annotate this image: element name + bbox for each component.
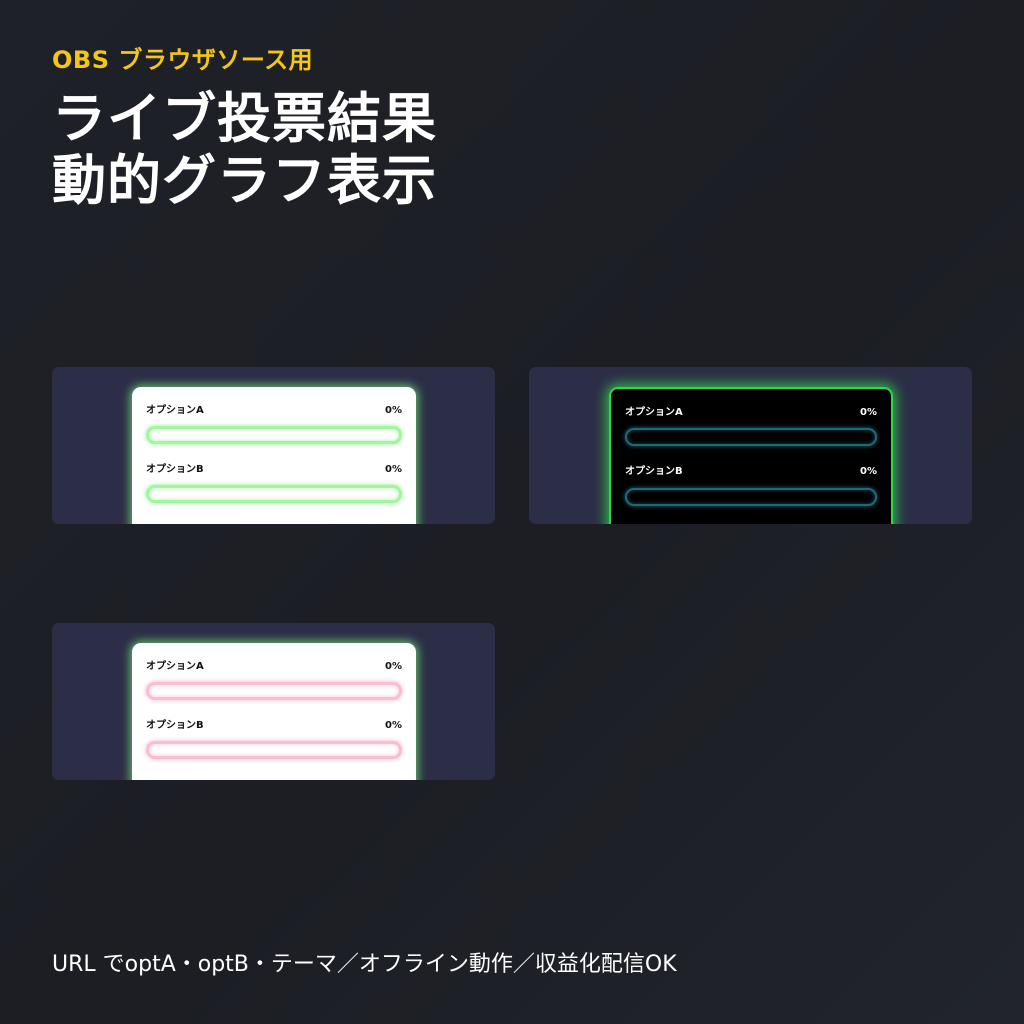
option-bar (146, 682, 402, 700)
option-bar (625, 488, 877, 506)
poll-option-a: オプションA 0% (146, 404, 402, 444)
poll-widget: オプションA 0% オプションB 0% (609, 387, 893, 524)
poll-widget: オプションA 0% オプションB 0% (132, 643, 416, 780)
option-percent: 0% (860, 407, 877, 418)
option-label: オプションB (146, 720, 204, 731)
preview-panel-light-pink: オプションA 0% オプションB 0% (52, 623, 495, 780)
option-percent: 0% (860, 466, 877, 477)
page-title-line-2: 動的グラフ表示 (52, 149, 437, 212)
option-bar (146, 485, 402, 503)
preview-panel-dark-neon: オプションA 0% オプションB 0% (529, 367, 972, 524)
poll-option-b: オプションB 0% (146, 719, 402, 759)
eyebrow-label: OBS ブラウザソース用 (52, 46, 314, 74)
option-percent: 0% (385, 661, 402, 672)
preview-panel-light-green: オプションA 0% オプションB 0% (52, 367, 495, 524)
poll-option-a: オプションA 0% (625, 406, 877, 446)
option-percent: 0% (385, 464, 402, 475)
option-bar (625, 428, 877, 446)
poll-option-b: オプションB 0% (625, 465, 877, 506)
poll-widget: オプションA 0% オプションB 0% (132, 387, 416, 524)
page-title-line-1: ライブ投票結果 (52, 87, 437, 150)
option-percent: 0% (385, 405, 402, 416)
footer-caption: URL でoptA・optB・テーマ／オフライン動作／収益化配信OK (52, 952, 677, 977)
option-percent: 0% (385, 720, 402, 731)
poll-option-a: オプションA 0% (146, 660, 402, 700)
option-bar (146, 426, 402, 444)
option-label: オプションB (146, 464, 204, 475)
header: OBS ブラウザソース用 ライブ投票結果 動的グラフ表示 (52, 44, 437, 212)
option-bar (146, 741, 402, 759)
poll-option-b: オプションB 0% (146, 463, 402, 503)
page-title: ライブ投票結果 動的グラフ表示 (52, 88, 437, 212)
option-label: オプションB (625, 466, 683, 477)
option-label: オプションA (146, 661, 204, 672)
option-label: オプションA (625, 407, 683, 418)
option-label: オプションA (146, 405, 204, 416)
